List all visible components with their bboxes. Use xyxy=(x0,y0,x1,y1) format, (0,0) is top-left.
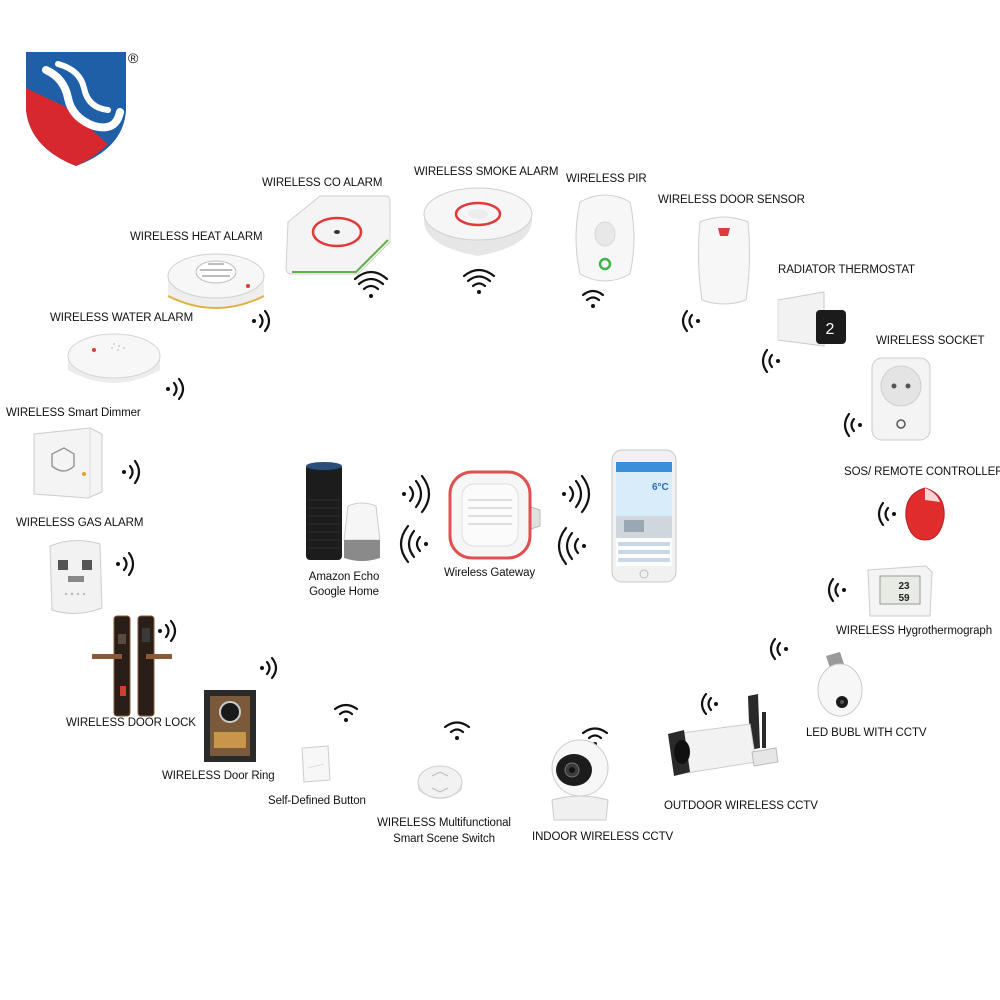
label-door-sensor: WIRELESS DOOR SENSOR xyxy=(658,194,805,206)
wireless-socket-device xyxy=(866,354,936,444)
indoor-cctv-device xyxy=(544,738,616,824)
door-sensor-device xyxy=(694,214,754,308)
label-socket: WIRELESS SOCKET xyxy=(876,335,985,347)
thermostat-display: 2 xyxy=(826,321,835,338)
wifi-signal-icon xyxy=(399,524,428,564)
sos-remote-device xyxy=(900,484,950,544)
wifi-signal-icon xyxy=(462,268,496,294)
label-hygrothermograph: WIRELESS Hygrothermograph xyxy=(836,625,993,637)
wifi-signal-icon xyxy=(827,577,846,603)
label-smoke-alarm: WIRELESS SMOKE ALARM xyxy=(414,166,559,178)
hygrothermograph-device: 23 59 xyxy=(864,562,934,620)
wifi-signal-icon xyxy=(700,692,718,716)
brand-logo: ® xyxy=(24,48,144,168)
wifi-signal-icon xyxy=(333,703,359,722)
label-smart-dimmer: WIRELESS Smart Dimmer xyxy=(6,407,141,419)
co-alarm-device xyxy=(282,192,392,282)
scene-switch-device xyxy=(414,762,466,808)
label-outdoor-cctv: OUTDOOR WIRELESS CCTV xyxy=(664,800,818,812)
wifi-signal-icon xyxy=(681,309,700,333)
wifi-signal-icon xyxy=(581,289,605,308)
label-radiator-thermostat: RADIATOR THERMOSTAT xyxy=(778,264,915,276)
wifi-signal-icon xyxy=(158,619,177,643)
wifi-signal-icon xyxy=(761,348,780,374)
label-heat-alarm: WIRELESS HEAT ALARM xyxy=(130,231,263,243)
label-co-alarm: WIRELESS CO ALARM xyxy=(262,177,383,189)
heat-alarm-device xyxy=(164,246,268,322)
wifi-signal-icon xyxy=(116,551,135,577)
amazon-echo-device xyxy=(304,460,344,564)
radiator-thermostat-device: 2 xyxy=(772,288,852,354)
hygrometer-temp: 23 xyxy=(898,581,910,592)
label-door-ring: WIRELESS Door Ring xyxy=(162,770,275,782)
phone-temperature: 6°C xyxy=(652,482,669,493)
wifi-signal-icon xyxy=(443,721,471,740)
door-ring-device xyxy=(200,686,260,766)
hygrometer-humidity: 59 xyxy=(898,593,910,604)
google-home-device xyxy=(342,500,382,564)
door-lock-device xyxy=(90,614,174,718)
label-gateway: Wireless Gateway xyxy=(444,567,536,579)
registered-mark: ® xyxy=(128,50,139,66)
wifi-signal-icon xyxy=(260,656,278,680)
wifi-signal-icon xyxy=(166,377,185,401)
smart-dimmer-device xyxy=(28,424,108,500)
label-led-bulb: LED BUBL WITH CCTV xyxy=(806,727,927,739)
outdoor-cctv-device xyxy=(666,690,782,786)
label-assistant-2: Google Home xyxy=(309,586,379,598)
wifi-signal-icon xyxy=(877,501,896,527)
wifi-signal-icon xyxy=(562,474,591,514)
label-indoor-cctv: INDOOR WIRELESS CCTV xyxy=(532,831,674,843)
label-custom-button: Self-Defined Button xyxy=(268,795,366,807)
label-water-alarm: WIRELESS WATER ALARM xyxy=(50,312,194,324)
pir-sensor-device xyxy=(572,192,638,286)
wifi-signal-icon xyxy=(769,637,788,661)
water-alarm-device xyxy=(64,330,164,394)
label-scene-switch-2: Smart Scene Switch xyxy=(393,833,495,845)
self-defined-button-device xyxy=(298,744,334,784)
label-door-lock: WIRELESS DOOR LOCK xyxy=(66,717,196,729)
wifi-signal-icon xyxy=(843,412,862,438)
wifi-signal-icon xyxy=(354,270,388,298)
wifi-signal-icon xyxy=(252,309,271,333)
label-sos-remote: SOS/ REMOTE CONTROLLER xyxy=(844,466,1000,478)
wifi-signal-icon xyxy=(402,474,431,514)
label-gas-alarm: WIRELESS GAS ALARM xyxy=(16,517,144,529)
label-scene-switch-1: WIRELESS Multifunctional xyxy=(377,817,511,829)
label-pir: WIRELESS PIR xyxy=(566,173,647,185)
wifi-signal-icon xyxy=(122,459,141,485)
gas-alarm-device xyxy=(44,536,108,618)
smoke-alarm-device xyxy=(420,184,536,264)
wifi-signal-icon xyxy=(557,526,586,566)
label-assistant-1: Amazon Echo xyxy=(308,571,380,583)
smartphone-app: 6°C xyxy=(610,448,678,584)
led-bulb-cctv-device xyxy=(806,650,866,724)
wireless-gateway-device xyxy=(440,466,546,566)
